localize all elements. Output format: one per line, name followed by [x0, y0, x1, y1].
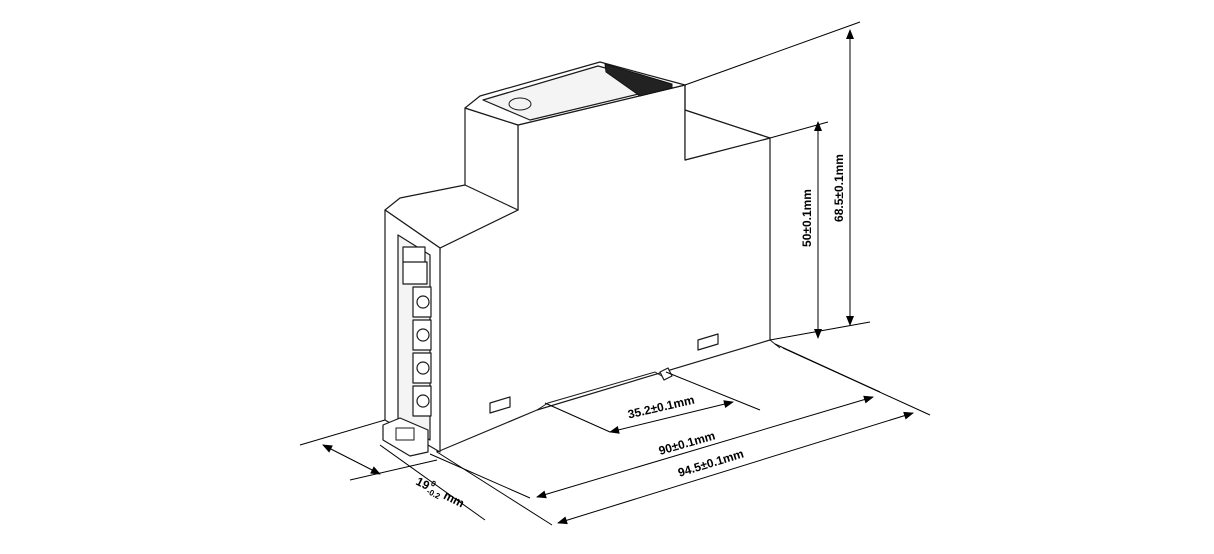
- label-length-total: 94.5±0.1mm: [676, 447, 745, 480]
- label-length-body: 90±0.1mm: [657, 428, 717, 457]
- terminal-screw-icon: [416, 361, 430, 375]
- side-slot-right: [697, 333, 719, 351]
- side-slot-left: [489, 396, 511, 414]
- terminal-block-top: [402, 261, 428, 285]
- label-width: 19 0 -0.2 mm: [414, 474, 467, 510]
- label-width-unit: mm: [441, 488, 466, 510]
- label-width-tol-lower: -0.2: [425, 487, 442, 502]
- display-hatch: [604, 63, 673, 97]
- dimension-arrows: [322, 29, 914, 525]
- dim-arrow-length-body: [536, 395, 874, 499]
- label-width-tol-upper: 0: [429, 479, 438, 489]
- notch-tab: [659, 367, 673, 381]
- label-height-total: 68.5±0.1mm: [832, 154, 846, 222]
- terminal-screw-icon: [416, 328, 430, 342]
- device-body: [382, 61, 781, 457]
- label-width-main: 19: [414, 474, 433, 493]
- dim-arrow-length-total: [557, 411, 914, 525]
- terminal-screw-icon: [416, 295, 430, 309]
- terminal-screws: [412, 286, 432, 417]
- dim-arrow-width: [322, 444, 381, 475]
- label-height-body: 50±0.1mm: [800, 189, 814, 247]
- terminal-cover: [402, 246, 426, 264]
- reset-button-icon: [508, 97, 532, 111]
- din-clip: [382, 417, 429, 457]
- terminal-screw-icon: [416, 394, 430, 408]
- label-depth-clip: 35.2±0.1mm: [626, 393, 695, 422]
